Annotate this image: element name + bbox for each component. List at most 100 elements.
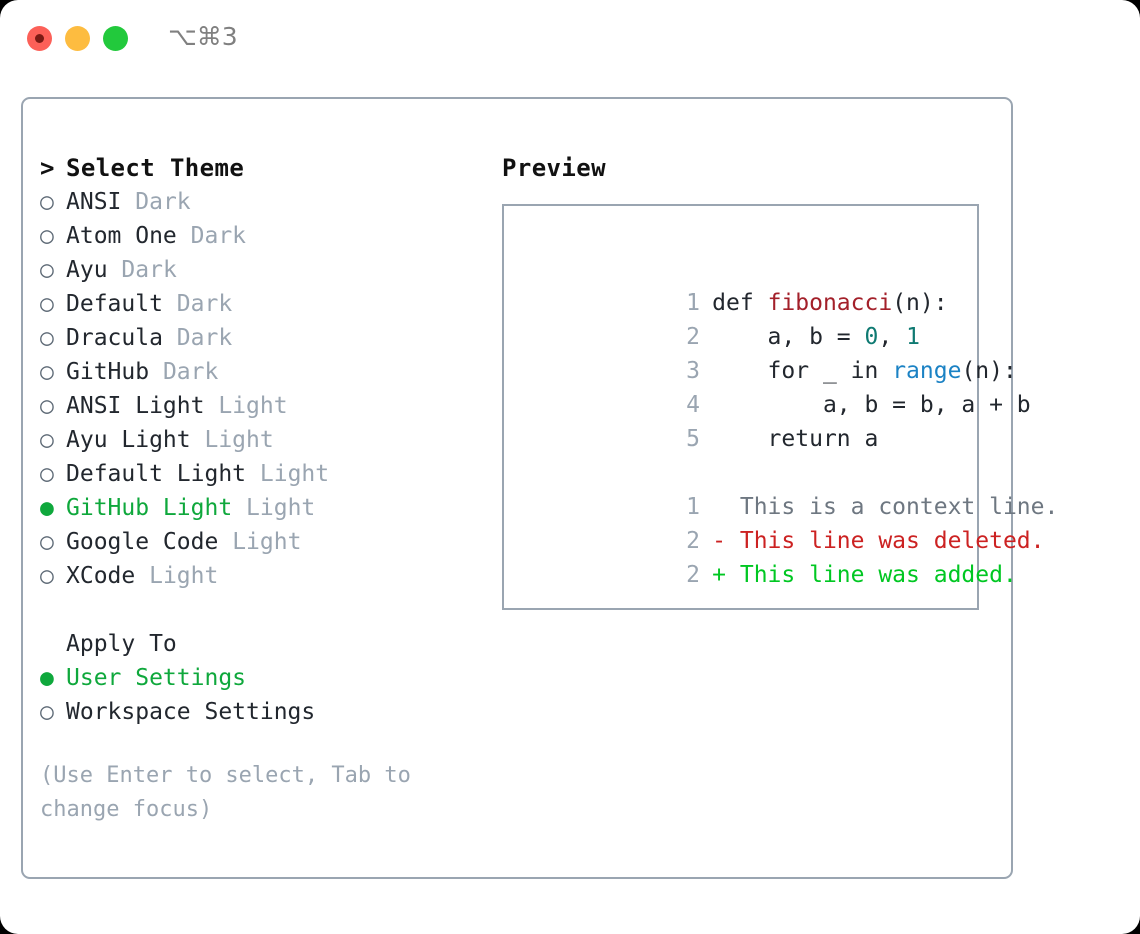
minimize-button[interactable] bbox=[65, 26, 90, 51]
zoom-button[interactable] bbox=[103, 26, 128, 51]
line-number: 5 bbox=[686, 426, 701, 452]
radio-icon[interactable]: ○ bbox=[40, 563, 54, 589]
code-line: 2 a, b = 0, 1 bbox=[520, 286, 971, 350]
line-number: 1 bbox=[686, 494, 701, 520]
theme-item-default-dark[interactable]: ○ Default Dark bbox=[40, 287, 490, 321]
code-preview-area: 1 def fibonacci (n): 2 a, b = 0, 1 3 for _… bbox=[520, 252, 1058, 588]
diff-line-added: 2 + This line was added. bbox=[520, 524, 1017, 588]
theme-badge: Dark bbox=[176, 291, 233, 317]
theme-label: Atom One bbox=[66, 223, 177, 249]
apply-to-title: Apply To bbox=[66, 631, 177, 657]
theme-badge: Light bbox=[259, 461, 330, 487]
radio-icon-selected[interactable]: ● bbox=[40, 495, 54, 521]
theme-badge: Dark bbox=[121, 257, 177, 283]
apply-to-label: User Settings bbox=[66, 665, 247, 691]
apply-to-item-user-settings[interactable]: ● User Settings bbox=[40, 661, 490, 695]
code-token: def bbox=[712, 290, 768, 316]
section-spacer bbox=[40, 593, 490, 627]
preview-title: Preview bbox=[502, 154, 606, 182]
code-line: 4 a, b = b, a + b bbox=[520, 354, 1031, 418]
theme-badge: Light bbox=[218, 393, 288, 419]
theme-label: Default bbox=[66, 291, 163, 317]
theme-item-google-code-light[interactable]: ○ Google Code Light bbox=[40, 525, 490, 559]
main-panel: >Select Theme ○ANSI Dark ○Atom One Dark … bbox=[21, 97, 1058, 879]
radio-icon[interactable]: ○ bbox=[40, 699, 54, 725]
diff-text: This is a context line. bbox=[712, 494, 1059, 520]
theme-badge: Light bbox=[149, 563, 219, 589]
diff-text: + This line was added. bbox=[712, 562, 1017, 588]
select-theme-header: > Select Theme bbox=[40, 151, 490, 185]
code-token: , bbox=[878, 324, 907, 350]
code-token: (n): bbox=[961, 358, 1017, 384]
diff-line-deleted: 2 - This line was deleted. bbox=[520, 490, 1044, 554]
title-bar: ⌥⌘3 bbox=[0, 0, 1140, 78]
theme-item-dracula-dark[interactable]: ○ Dracula Dark bbox=[40, 321, 490, 355]
code-token-builtin: range bbox=[892, 358, 962, 384]
radio-icon[interactable]: ○ bbox=[40, 461, 54, 487]
theme-badge: Light bbox=[246, 495, 316, 521]
code-token-function: fibonacci bbox=[767, 290, 893, 316]
line-number: 1 bbox=[686, 290, 701, 316]
theme-label: ANSI bbox=[66, 189, 122, 215]
theme-label: Google Code bbox=[66, 529, 219, 555]
theme-badge: Dark bbox=[176, 325, 233, 351]
diff-text: - This line was deleted. bbox=[712, 528, 1045, 554]
code-token: a, b = bbox=[712, 324, 865, 350]
code-token-number: 1 bbox=[906, 324, 920, 350]
theme-badge: Light bbox=[232, 529, 302, 555]
theme-label: Ayu bbox=[66, 257, 108, 283]
radio-icon[interactable]: ○ bbox=[40, 393, 54, 419]
radio-icon[interactable]: ○ bbox=[40, 189, 54, 215]
radio-icon[interactable]: ○ bbox=[40, 325, 54, 351]
theme-item-atom-one-dark[interactable]: ○ Atom One Dark bbox=[40, 219, 490, 253]
code-token-number: 0 bbox=[864, 324, 879, 350]
preview-box: 1 def fibonacci (n): 2 a, b = 0, 1 3 for _… bbox=[502, 204, 1058, 610]
line-number: 2 bbox=[686, 528, 701, 554]
code-line: 5 return a bbox=[520, 388, 971, 452]
radio-icon[interactable]: ○ bbox=[40, 223, 54, 249]
apply-to-item-workspace-settings[interactable]: ○ Workspace Settings bbox=[40, 695, 490, 729]
theme-badge: Dark bbox=[162, 359, 219, 385]
theme-badge: Light bbox=[204, 427, 274, 453]
line-number: 2 bbox=[686, 324, 701, 350]
keyboard-hint-text: (Use Enter to select, Tab to change focu… bbox=[40, 763, 411, 822]
theme-label: GitHub Light bbox=[66, 495, 233, 521]
radio-icon[interactable]: ○ bbox=[40, 291, 54, 317]
radio-icon[interactable]: ○ bbox=[40, 427, 54, 453]
theme-item-ayu-light[interactable]: ○Ayu Light Light bbox=[40, 423, 490, 457]
radio-icon[interactable]: ○ bbox=[40, 529, 54, 555]
theme-item-xcode-light[interactable]: ○ XCode Light bbox=[40, 559, 490, 593]
apply-to-label: Workspace Settings bbox=[66, 699, 316, 725]
caret-icon: > bbox=[40, 154, 55, 182]
theme-badge: Dark bbox=[190, 223, 247, 249]
line-number: 3 bbox=[686, 358, 701, 384]
theme-label: Default Light bbox=[66, 461, 247, 487]
select-theme-title: Select Theme bbox=[66, 154, 245, 182]
theme-item-github-dark[interactable]: ○ GitHub Dark bbox=[40, 355, 490, 389]
close-button[interactable] bbox=[27, 26, 52, 51]
code-token: return a bbox=[712, 426, 879, 452]
theme-label: ANSI Light bbox=[66, 393, 205, 419]
theme-label: Dracula bbox=[66, 325, 163, 351]
window-controls bbox=[27, 26, 128, 51]
line-number: 2 bbox=[686, 562, 701, 588]
code-token: a, b = b, a + b bbox=[712, 392, 1031, 418]
keyboard-shortcut-label: ⌥⌘3 bbox=[168, 22, 238, 51]
radio-icon[interactable]: ○ bbox=[40, 359, 54, 385]
code-token: for _ in bbox=[712, 358, 893, 384]
theme-item-default-light[interactable]: ○ Default Light Light bbox=[40, 457, 490, 491]
theme-item-ansi-light[interactable]: ○ ANSI Light Light bbox=[40, 389, 490, 423]
code-line: 3 for _ in range(n): bbox=[520, 320, 1017, 384]
theme-badge: Dark bbox=[135, 189, 191, 215]
preview-column: Preview 1 def fibonacci (n): 2 a, b = 0, 1… bbox=[502, 151, 1058, 610]
theme-item-github-light[interactable]: ● GitHub Light Light bbox=[40, 491, 490, 525]
radio-icon[interactable]: ○ bbox=[40, 257, 54, 283]
theme-label: XCode bbox=[66, 563, 136, 589]
diff-line-context: 1 This is a context line. bbox=[520, 456, 1058, 520]
radio-icon-selected[interactable]: ● bbox=[40, 665, 54, 691]
theme-item-ayu-dark[interactable]: ○ Ayu Dark bbox=[40, 253, 490, 287]
theme-item-ansi-dark[interactable]: ○ ANSI Dark bbox=[40, 185, 490, 219]
theme-label: GitHub bbox=[66, 359, 150, 385]
